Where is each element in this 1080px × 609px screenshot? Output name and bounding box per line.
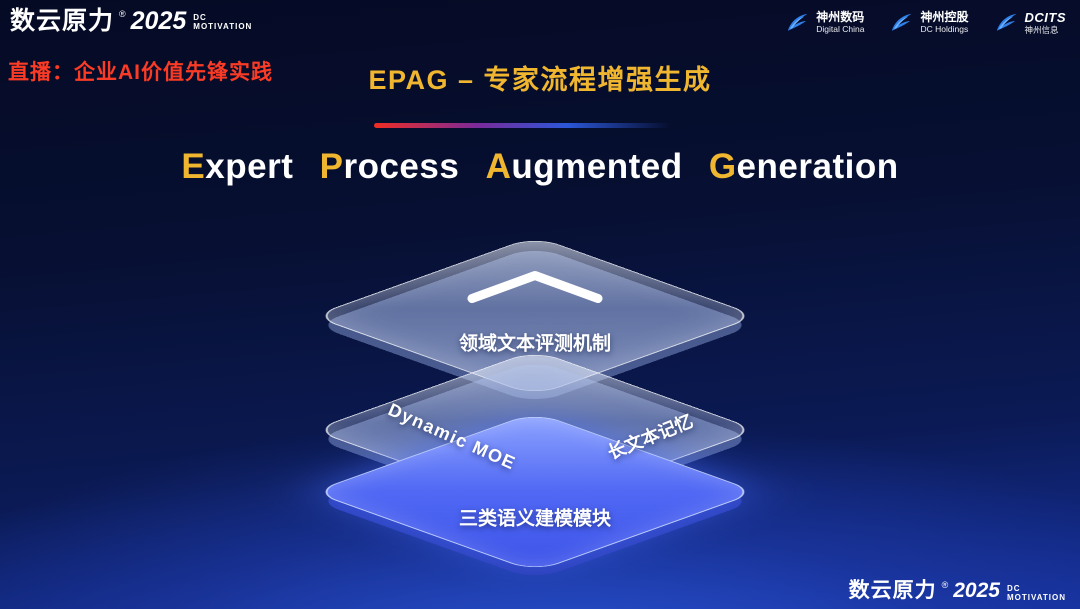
partner-logo-text: 神州数码 Digital China xyxy=(816,10,865,35)
brand-logo-bottom-right: 数云原力 ® 2025 DC MOTIVATION xyxy=(849,580,1066,602)
brand-year: 2025 xyxy=(953,578,1000,602)
brand-logo-top-left: 数云原力 ® 2025 DC MOTIVATION xyxy=(10,9,252,34)
dcits-logo: DCITS 神州信息 xyxy=(993,10,1067,36)
layer-label-evaluation: 领域文本评测机制 xyxy=(458,333,612,355)
swoosh-icon xyxy=(892,13,912,31)
partner-logo-text: 神州控股 DC Holdings xyxy=(920,10,969,35)
layer-label-semantic-modules: 三类语义建模模块 xyxy=(458,508,612,530)
brand-sub-bottom: MOTIVATION xyxy=(1006,592,1066,602)
title-word: Process xyxy=(319,147,460,186)
brand-sub-bottom: MOTIVATION xyxy=(193,22,253,32)
gradient-divider xyxy=(374,123,670,128)
brand-subtitle: DC MOTIVATION xyxy=(193,13,252,31)
swoosh-icon xyxy=(788,13,808,31)
brand-year: 2025 xyxy=(130,7,187,35)
title-word: Generation xyxy=(708,147,899,186)
dc-holdings-logo: 神州控股 DC Holdings xyxy=(888,10,969,36)
registered-mark: ® xyxy=(941,579,949,590)
brand-sub-top: DC xyxy=(193,13,207,22)
live-stream-label: 直播：企业AI价值先锋实践 xyxy=(8,61,273,84)
brand-subtitle: DC MOTIVATION xyxy=(1007,584,1066,602)
main-title: Expert Process Augmented Generation xyxy=(0,147,1080,187)
swoosh-icon xyxy=(996,13,1016,31)
title-word: Augmented xyxy=(485,147,683,186)
brand-name: 数云原力 xyxy=(848,578,937,602)
partner-logo-text: DCITS 神州信息 xyxy=(1024,9,1066,35)
title-word: Expert xyxy=(181,147,294,186)
section-title: EPAG – 专家流程增强生成 xyxy=(368,65,712,95)
chevron-up-icon xyxy=(460,267,610,312)
brand-name: 数云原力 xyxy=(10,7,115,35)
brand-sub-top: DC xyxy=(1006,583,1021,593)
digital-china-logo: 神州数码 Digital China xyxy=(784,10,864,36)
registered-mark: ® xyxy=(119,9,126,19)
partner-logos: 神州数码 Digital China 神州控股 DC Holdings DCIT… xyxy=(784,10,1066,36)
